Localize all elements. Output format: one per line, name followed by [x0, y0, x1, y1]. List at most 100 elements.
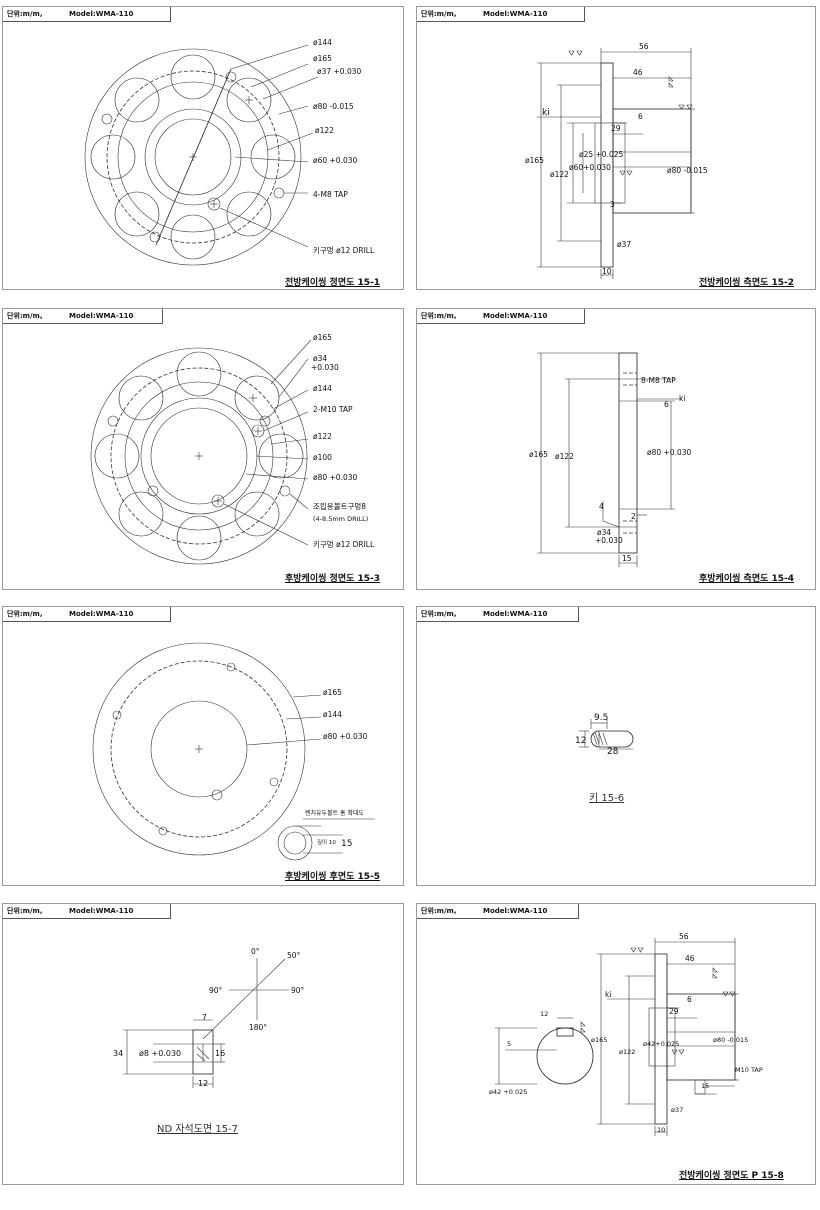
title-block: 단위:m/m, Model:WMA-110 — [417, 7, 585, 22]
drawing-15-1: ø144 ø165 ø37 +0.030 ø80 -0.015 ø122 ø60… — [84, 38, 375, 266]
dim-label: 4-M8 TAP — [313, 190, 348, 199]
panel-front-casing-side-view: 단위:m/m, Model:WMA-110 56 — [416, 6, 816, 290]
unit-label: 단위:m/m, — [7, 610, 43, 618]
dim-label: 9.5 — [594, 713, 608, 723]
dim-label: ø37 — [617, 240, 631, 249]
panel-key: 단위:m/m, Model:WMA-110 9.5 12 28 키 15-6 — [416, 606, 816, 886]
dim-label: +0.030 — [311, 363, 339, 372]
panel-front-casing-front-view: 단위:m/m, Model:WMA-110 — [2, 6, 404, 290]
unit-label: 단위:m/m, — [7, 907, 43, 915]
dimension-labels: 56 46 ki 6 29 ø165 ø122 ø42+0.025 ø80 -0… — [489, 932, 763, 1134]
dim-label: ø80 +0.030 — [647, 448, 691, 457]
dim-label: ø34 — [597, 528, 611, 537]
dim-label: 4 — [599, 502, 604, 511]
dim-label: ø25 +0.025 — [579, 150, 623, 159]
dim-label: ø100 — [313, 453, 332, 462]
dimension-labels: ø165 ø34 +0.030 ø144 2-M10 TAP ø122 ø100… — [311, 333, 375, 549]
dim-label: ø34 — [313, 354, 327, 363]
unit-label: 단위:m/m, — [421, 907, 457, 915]
model-label: Model:WMA-110 — [483, 10, 548, 18]
dim-label: 키구멍 ø12 DRILL — [313, 539, 375, 549]
dim-label: 2-M10 TAP — [313, 405, 353, 414]
dim-label: 3 — [610, 200, 615, 209]
caption: 전방케이씽 측면도 15-2 — [699, 278, 795, 288]
unit-label: 단위:m/m, — [421, 610, 457, 618]
dim-label: ø8 +0.030 — [139, 1049, 181, 1058]
dim-label: ø144 — [313, 38, 332, 47]
dim-label: 12 — [198, 1079, 208, 1088]
dim-label: ø122 — [619, 1048, 635, 1056]
panel-rear-casing-back-view: 단위:m/m, Model:WMA-110 ø165 ø144 ø80 +0.0… — [2, 606, 404, 886]
dim-label: ø80 +0.030 — [323, 732, 367, 741]
title-block: 단위:m/m, Model:WMA-110 — [3, 309, 163, 324]
drawing-15-8: 56 46 ki 6 29 ø165 ø122 ø42+0.025 ø80 -0… — [489, 932, 763, 1136]
caption: ND 자석도면 15-7 — [157, 1124, 239, 1135]
model-label: Model:WMA-110 — [483, 907, 548, 915]
dim-label: 5 — [507, 1040, 511, 1048]
dim-label: 29 — [611, 124, 621, 133]
caption: 후방케이씽 후면도 15-5 — [285, 872, 381, 882]
dim-label: 15 — [701, 1082, 709, 1090]
dim-label: ø122 — [313, 432, 332, 441]
model-label: Model:WMA-110 — [69, 312, 134, 320]
dim-label: ki — [605, 990, 611, 999]
dimension-labels: ø144 ø165 ø37 +0.030 ø80 -0.015 ø122 ø60… — [313, 38, 375, 255]
dim-label: 조립용볼트구멍8 — [313, 501, 366, 511]
dim-label: 56 — [639, 42, 649, 51]
dim-label: 8-M8 TAP — [641, 376, 676, 385]
drawing-15-4: 8-M8 TAP 6 ki ø165 ø122 ø80 +0.030 2 4 ø… — [529, 352, 691, 567]
dim-label: 46 — [633, 68, 643, 77]
dim-label: 2 — [631, 512, 636, 521]
dim-label: 46 — [685, 954, 695, 963]
dimension-labels: 56 46 ki 6 29 ø25 +0.025 ø60+0.030 ø165 … — [525, 42, 708, 276]
unit-label: 단위:m/m, — [7, 10, 43, 18]
dim-label: ø42+0.025 — [643, 1040, 679, 1048]
panel-front-casing-front-view-p: 단위:m/m, Model:WMA-110 — [416, 903, 816, 1185]
model-label: Model:WMA-110 — [483, 312, 548, 320]
unit-label: 단위:m/m, — [7, 312, 43, 320]
drawing-15-3: ø165 ø34 +0.030 ø144 2-M10 TAP ø122 ø100… — [90, 333, 375, 565]
dim-label: 7 — [202, 1013, 207, 1022]
dimension-labels: ø165 ø144 ø80 +0.030 렌치유두볼트 홈 확대도 깊이 10 … — [305, 688, 367, 849]
dim-label: 12 — [575, 736, 586, 746]
caption: 후방케이씽 정면도 15-3 — [285, 574, 381, 584]
model-label: Model:WMA-110 — [69, 610, 134, 618]
dim-label: 56 — [679, 932, 689, 941]
dim-label: ki — [542, 108, 550, 118]
dim-label: 28 — [607, 747, 619, 757]
dim-label: 6 — [638, 112, 643, 121]
caption: 전방케이씽 정면도 P 15-8 — [679, 1171, 784, 1181]
dim-label: 0° — [251, 947, 260, 956]
dimension-labels: 0° 50° 90° 90° 180° 7 34 ø8 +0.030 16 12 — [113, 947, 305, 1088]
dim-label: 90° — [209, 986, 223, 995]
dim-label: ø80 -0.015 — [713, 1036, 748, 1044]
title-block: 단위:m/m, Model:WMA-110 — [417, 309, 585, 324]
dim-label: ø165 — [313, 54, 332, 63]
model-label: Model:WMA-110 — [69, 10, 134, 18]
dim-label: ø42 +0.025 — [489, 1088, 527, 1096]
dim-label: ki — [679, 394, 685, 403]
title-block: 단위:m/m, Model:WMA-110 — [3, 904, 171, 919]
panel-rear-casing-front-view: 단위:m/m, Model:WMA-110 — [2, 308, 404, 590]
dim-label: 10 — [602, 267, 612, 276]
dim-label: 15 — [622, 554, 632, 563]
dim-label: ø80 -0.015 — [313, 102, 354, 111]
dim-label: ø165 — [313, 333, 332, 342]
unit-label: 단위:m/m, — [421, 312, 457, 320]
title-block: 단위:m/m, Model:WMA-110 — [3, 7, 171, 22]
drawing-15-6: 9.5 12 28 — [575, 713, 634, 757]
dim-label: 180° — [249, 1023, 267, 1032]
dim-label: ø60+0.030 — [569, 163, 611, 172]
model-label: Model:WMA-110 — [69, 907, 134, 915]
dim-label: ø122 — [315, 126, 334, 135]
model-label: Model:WMA-110 — [483, 610, 548, 618]
title-block: 단위:m/m, Model:WMA-110 — [3, 607, 171, 622]
drawing-15-7: 0° 50° 90° 90° 180° 7 34 ø8 +0.030 16 12 — [113, 947, 305, 1088]
dim-label: 깊이 10 — [317, 838, 336, 846]
dim-label: 12 — [540, 1010, 548, 1018]
caption: 전방케이씽 정면도 15-1 — [285, 278, 381, 288]
dim-label: ø144 — [313, 384, 332, 393]
dim-label: 10 — [657, 1126, 665, 1134]
dim-label: M10 TAP — [735, 1066, 763, 1074]
dim-label: 렌치유두볼트 홈 확대도 — [305, 809, 364, 817]
